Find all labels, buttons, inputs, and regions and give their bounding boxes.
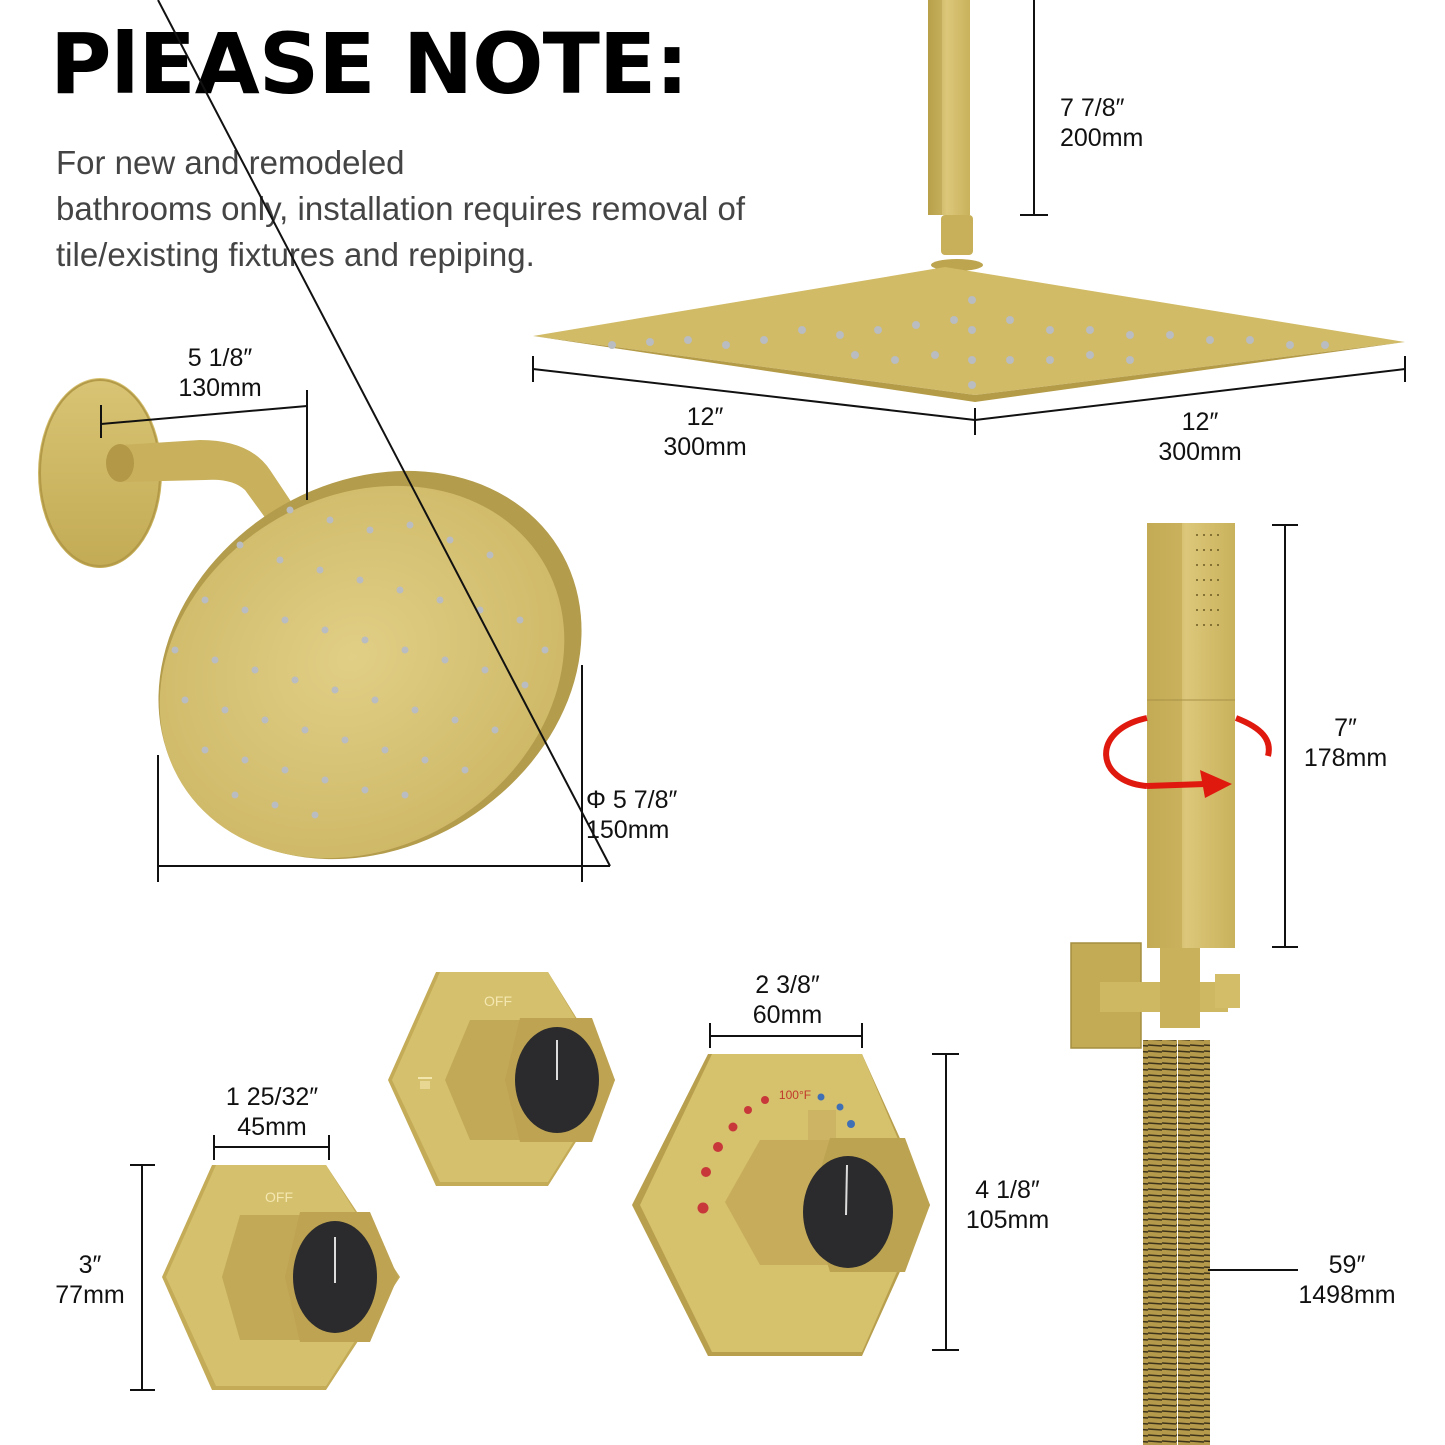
- page-title: PlEASE NOTE:: [50, 15, 689, 113]
- round-head-nozzles: [171, 506, 549, 819]
- temp-label: 100°F: [779, 1088, 811, 1102]
- handheld-length-label: 7″ 178mm: [1303, 714, 1388, 772]
- diverter-valve-handheld-icon: OFF: [388, 972, 615, 1186]
- thermostatic-valve-icon: 100°F: [632, 1054, 930, 1356]
- rain-head-width-label: 12″ 300mm: [663, 403, 747, 461]
- thermostatic-width-label: 2 3/8″ 60mm: [752, 971, 823, 1029]
- thermostatic-valve-dimension-lines: [709, 1023, 959, 1351]
- rotate-arrow-icon: [1103, 715, 1272, 798]
- ceiling-shower-arm-icon: [928, 0, 983, 271]
- note-line-2: bathrooms only, installation requires re…: [56, 190, 746, 227]
- note-line-3: tile/existing fixtures and repiping.: [56, 236, 535, 273]
- ceiling-arm-dimension-label: 7 7/8″ 200mm: [1060, 94, 1144, 152]
- wall-arm-dimension-line: [100, 390, 308, 500]
- note-line-1: For new and remodeled: [56, 144, 405, 181]
- off-label: OFF: [265, 1189, 293, 1205]
- installation-note: For new and remodeled bathrooms only, in…: [56, 140, 876, 278]
- spray-holes: [1196, 534, 1219, 626]
- shower-hose-icon: [1143, 1040, 1210, 1445]
- wall-shower-arm-icon: [38, 378, 310, 568]
- handheld-shower-wand-icon: [1147, 523, 1235, 948]
- diverter-valve-icon: OFF: [162, 1165, 400, 1390]
- hose-length-label: 59″ 1498mm: [1298, 1251, 1396, 1309]
- knob-dial: [803, 1156, 893, 1268]
- diverter-height-label: 3″ 77mm: [55, 1251, 125, 1309]
- wall-arm-dimension-label: 5 1/8″ 130mm: [178, 344, 262, 402]
- handheld-dimension-line: [1272, 524, 1298, 948]
- ceiling-arm-dimension-line: [1020, 0, 1048, 216]
- square-rain-shower-head-icon: [533, 267, 1405, 402]
- handheld-symbol-icon: [418, 1077, 432, 1089]
- thermostatic-height-label: 4 1/8″ 105mm: [965, 1176, 1050, 1234]
- round-shower-head-icon: [158, 470, 582, 860]
- diverter-valve-dimension-lines: [130, 1135, 330, 1391]
- rain-head-depth-label: 12″ 300mm: [1158, 408, 1242, 466]
- round-head-dimension-lines: [157, 0, 611, 882]
- hose-holder-bracket-icon: [1070, 942, 1240, 1049]
- off-label: OFF: [484, 993, 512, 1009]
- rain-head-dimension-lines: [532, 356, 1406, 435]
- hot-indicator-dots: [697, 1096, 769, 1214]
- round-head-diameter-label: Φ 5 7/8″ 150mm: [586, 786, 678, 844]
- diverter-width-label: 1 25/32″ 45mm: [225, 1083, 319, 1141]
